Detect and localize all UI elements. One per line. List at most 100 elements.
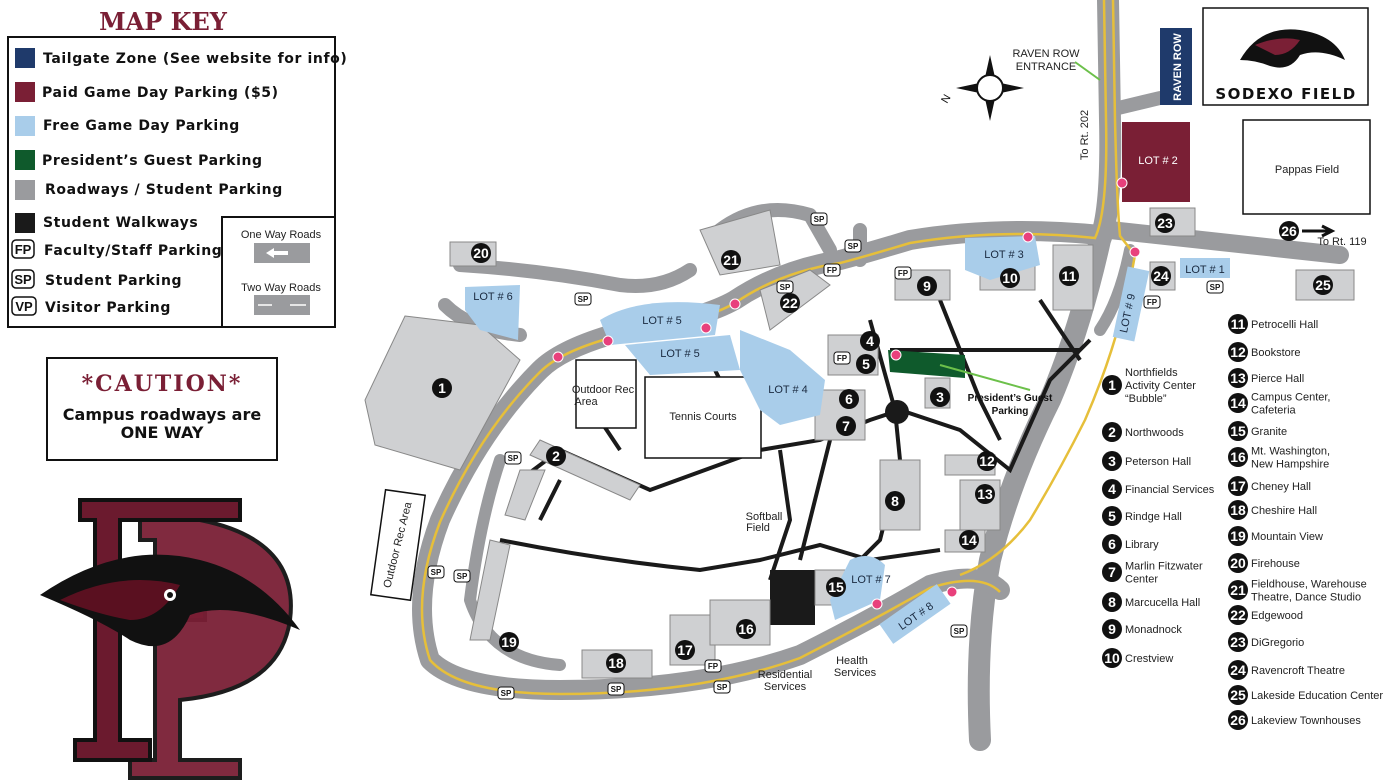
building-marker-22[interactable]: 22	[780, 293, 800, 313]
compass-north: N	[939, 93, 953, 106]
sp-code: SP	[14, 272, 32, 287]
legend-number: 15	[1230, 423, 1246, 439]
svg-text:SP: SP	[508, 454, 519, 463]
key-roadways: Roadways / Student Parking	[45, 182, 283, 198]
legend-number-icon	[1228, 368, 1248, 388]
lot-2-label: LOT # 2	[1138, 155, 1178, 167]
caution-line2: ONE WAY	[121, 423, 204, 442]
map-key-title: MAP KEY	[99, 7, 228, 36]
building-marker-3[interactable]: 3	[930, 387, 950, 407]
legend-number: 22	[1230, 607, 1246, 623]
marker-circle	[499, 632, 519, 652]
building-marker-26[interactable]: 26	[1279, 221, 1299, 241]
legend-name: Marcucella Hall	[1125, 597, 1200, 609]
raven-row-entrance-2: ENTRANCE	[1016, 61, 1077, 73]
marker-number: 10	[1002, 270, 1018, 286]
legend-number: 19	[1230, 528, 1246, 544]
marker-circle	[856, 354, 876, 374]
lot-8	[879, 584, 951, 644]
compass-icon: N	[939, 55, 1024, 121]
to-rt202-label: To Rt. 202	[1079, 110, 1091, 160]
building-marker-5[interactable]: 5	[856, 354, 876, 374]
marker-number: 23	[1157, 215, 1173, 231]
swatch-roadways	[15, 180, 35, 200]
building-marker-6[interactable]: 6	[839, 389, 859, 409]
svg-text:SP: SP	[814, 215, 825, 224]
legend-name: Bookstore	[1251, 347, 1301, 359]
legend-number: 14	[1230, 395, 1246, 411]
building-marker-4[interactable]: 4	[860, 331, 880, 351]
building-marker-21[interactable]: 21	[721, 250, 741, 270]
caution-line1: Campus roadways are	[63, 405, 262, 424]
legend-number-icon	[1102, 648, 1122, 668]
sp-badge: SP	[504, 451, 522, 465]
lot-6	[465, 285, 520, 340]
lot-5a	[600, 302, 720, 345]
legend-number-icon	[1228, 476, 1248, 496]
svg-text:SP: SP	[1210, 283, 1221, 292]
building-marker-19[interactable]: 19	[499, 632, 519, 652]
building-marker-10[interactable]: 10	[1000, 268, 1020, 288]
softball-label-2: Field	[746, 522, 770, 534]
building-marker-11[interactable]: 11	[1059, 266, 1079, 286]
building-marker-17[interactable]: 17	[675, 640, 695, 660]
legend-name: Edgewood	[1251, 610, 1303, 622]
fp-badge: FP	[1143, 295, 1161, 309]
legend-number-icon	[1102, 375, 1122, 395]
legend-number: 12	[1230, 344, 1246, 360]
building-marker-2[interactable]: 2	[546, 446, 566, 466]
marker-number: 16	[738, 621, 754, 637]
lot-4	[740, 330, 825, 425]
marker-circle	[780, 293, 800, 313]
legend-number: 23	[1230, 634, 1246, 650]
lot-3-label: LOT # 3	[984, 249, 1024, 261]
marker-circle	[826, 577, 846, 597]
building-marker-25[interactable]: 25	[1313, 275, 1333, 295]
legend-number-icon	[1102, 534, 1122, 554]
legend-number: 18	[1230, 502, 1246, 518]
building-marker-18[interactable]: 18	[606, 653, 626, 673]
swatch-paid	[15, 82, 35, 102]
building-marker-7[interactable]: 7	[836, 416, 856, 436]
marker-number: 22	[782, 295, 798, 311]
legend-name: Monadnock	[1125, 624, 1182, 636]
fp-badge: FP	[704, 659, 722, 673]
sp-badge: SP	[427, 565, 445, 579]
building-marker-12[interactable]: 12	[977, 451, 997, 471]
one-way-label: One Way Roads	[241, 229, 322, 241]
pin-icon	[1116, 177, 1128, 189]
raven-row-label: RAVEN ROW	[1172, 33, 1184, 101]
marker-number: 2	[552, 448, 560, 464]
marker-number: 13	[977, 486, 993, 502]
legend-number-icon	[1228, 447, 1248, 467]
key-vp: Visitor Parking	[45, 300, 171, 316]
sp-badge: SP	[574, 292, 592, 306]
building-marker-20[interactable]: 20	[471, 243, 491, 263]
building-marker-9[interactable]: 9	[917, 276, 937, 296]
legend-name: Lakeview Townhouses	[1251, 715, 1361, 727]
legend-number: 10	[1104, 650, 1120, 666]
building-marker-8[interactable]: 8	[885, 491, 905, 511]
building-marker-1[interactable]: 1	[432, 378, 452, 398]
building-marker-16[interactable]: 16	[736, 619, 756, 639]
building-marker-24[interactable]: 24	[1151, 266, 1171, 286]
fp-badge-icon	[11, 239, 35, 259]
building-marker-15[interactable]: 15	[826, 577, 846, 597]
caution-box	[46, 357, 278, 461]
svg-text:SP: SP	[431, 568, 442, 577]
building-marker-13[interactable]: 13	[975, 484, 995, 504]
legend-number-icon	[1228, 605, 1248, 625]
building-marker-23[interactable]: 23	[1155, 213, 1175, 233]
outdoor-rec-area-2	[369, 488, 427, 602]
key-fp: Faculty/Staff Parking	[44, 243, 222, 259]
marker-circle	[1313, 275, 1333, 295]
legend-name: Cheney Hall	[1251, 481, 1311, 493]
building-marker-14[interactable]: 14	[959, 530, 979, 550]
marker-number: 1	[438, 380, 446, 396]
fp-badge: FP	[833, 351, 851, 365]
